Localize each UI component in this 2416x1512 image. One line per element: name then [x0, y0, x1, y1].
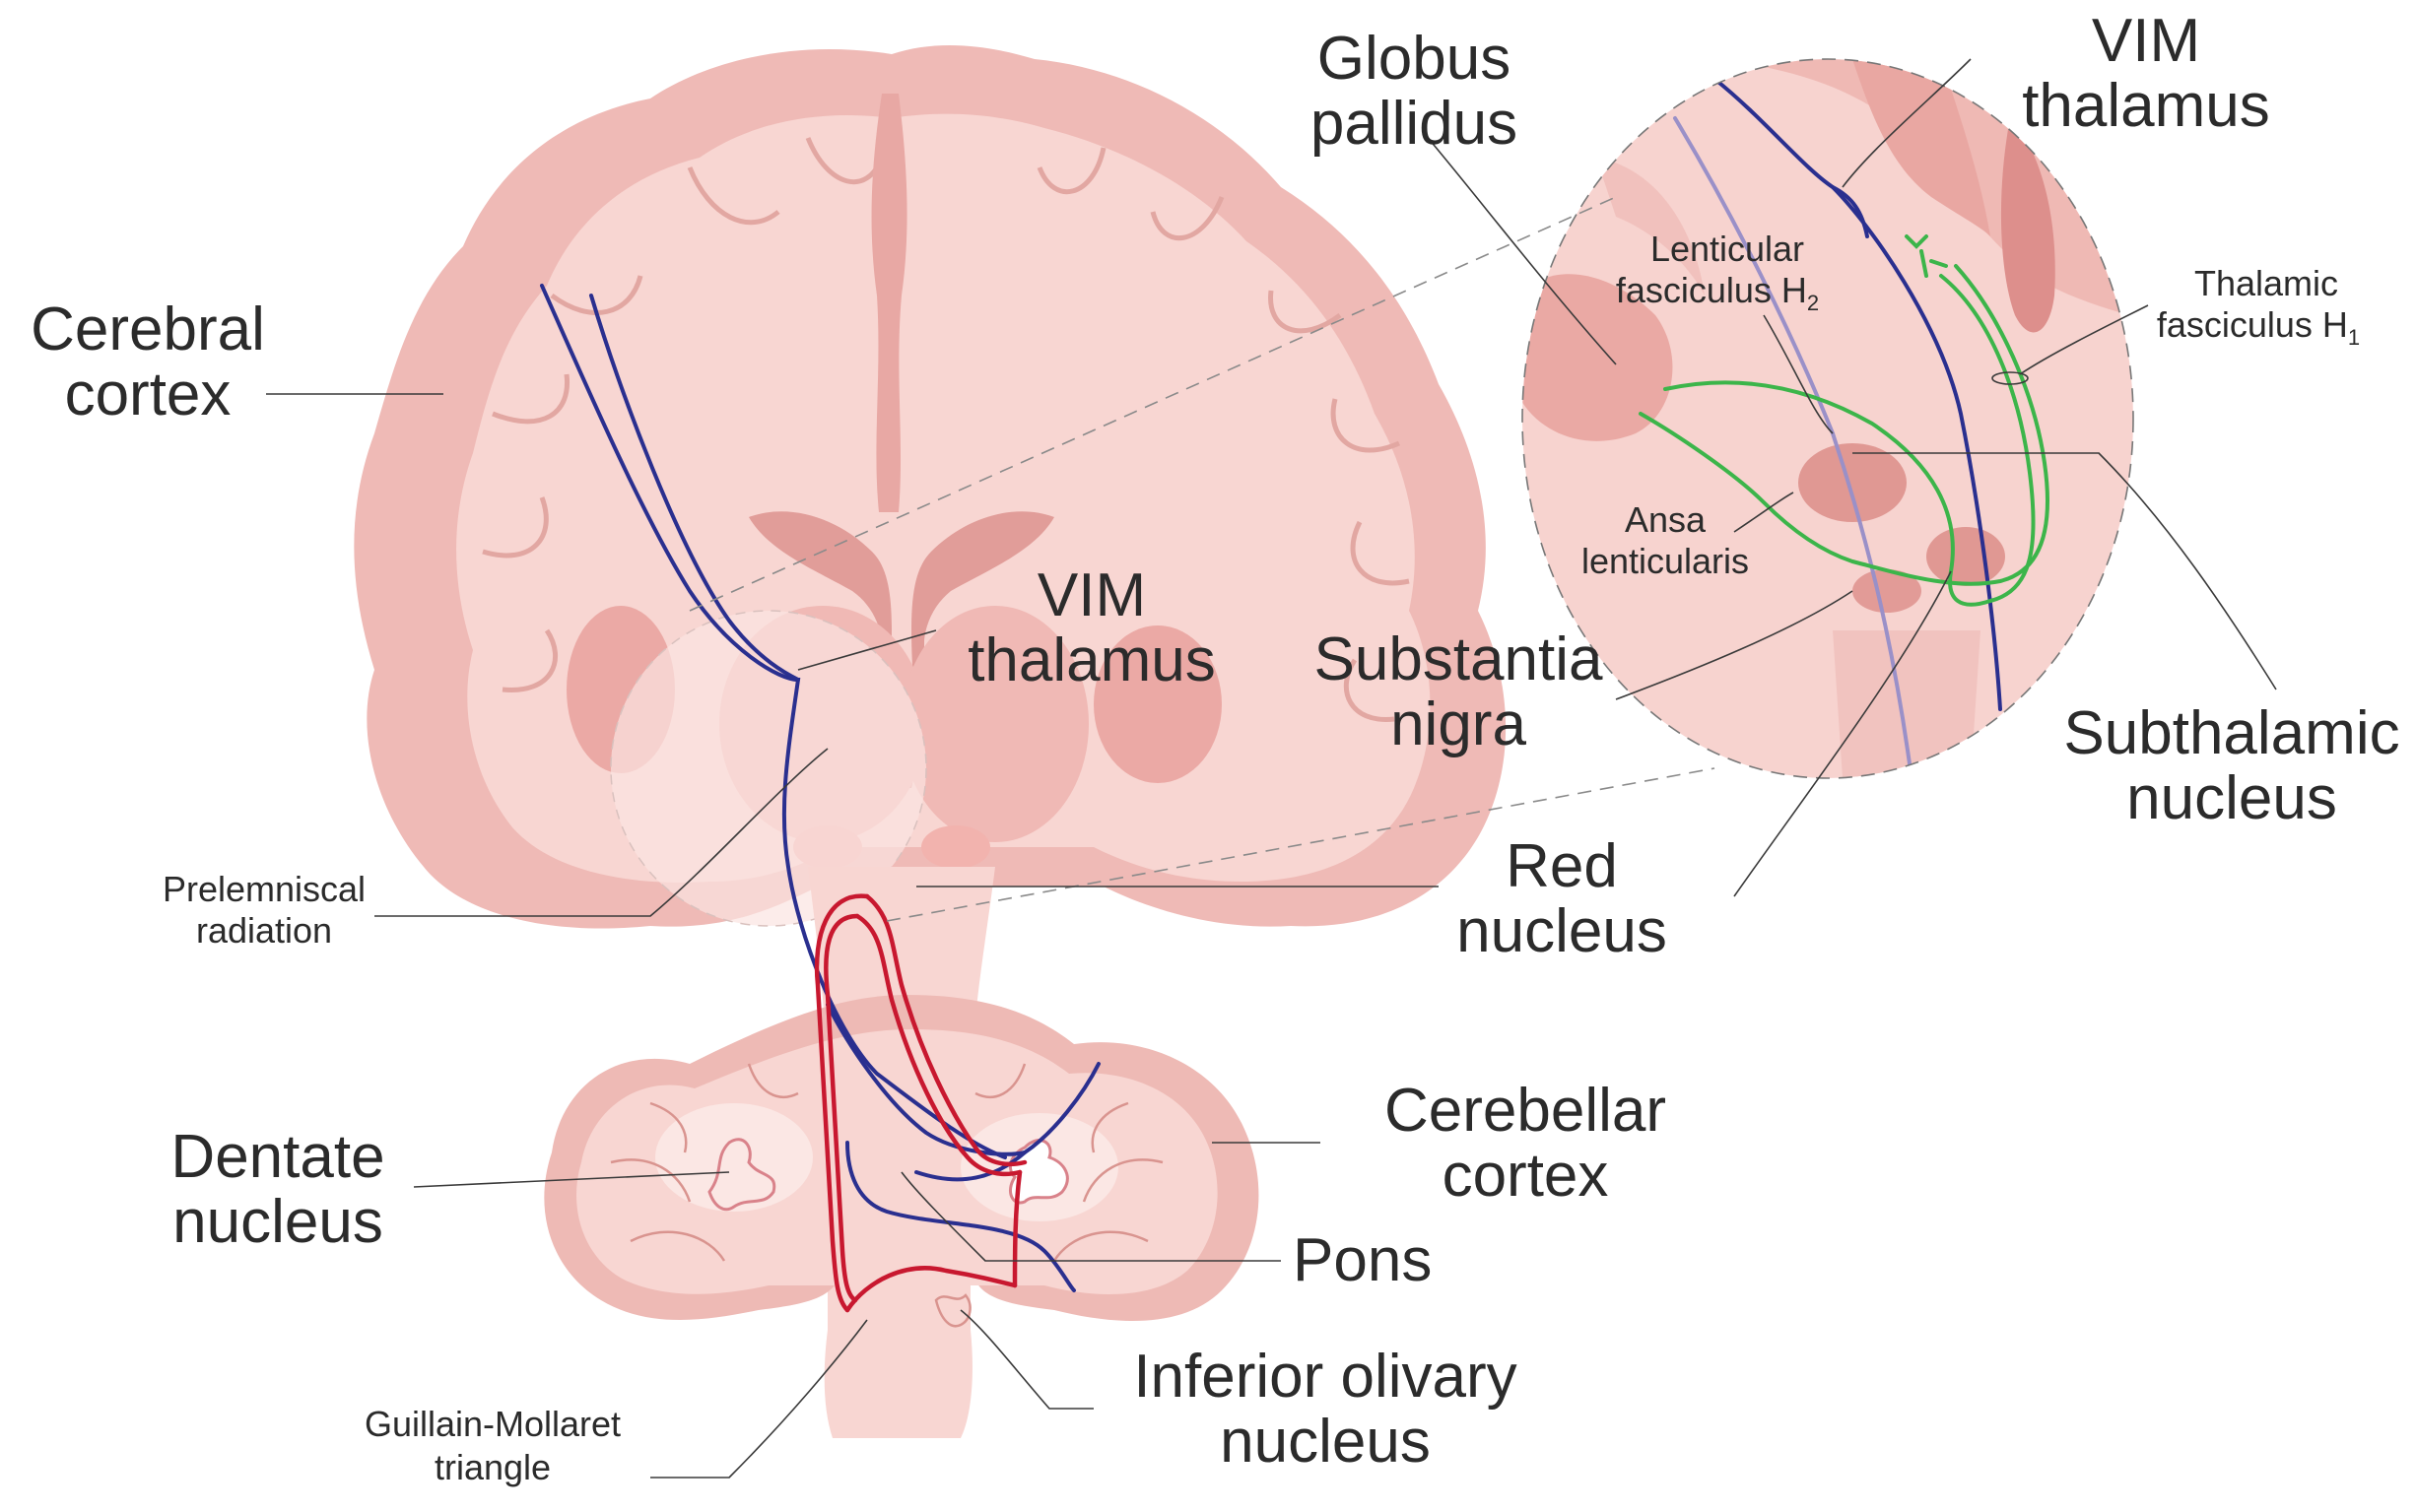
- leader-pons: [901, 1171, 1281, 1262]
- lateral-ventricles: [749, 511, 1054, 788]
- leader-vim-thalamus-main: [797, 629, 937, 671]
- zoom-connector-top: [689, 196, 1617, 612]
- zoom-source-circle: [610, 610, 927, 927]
- inset-globus-pallidus: [1522, 274, 1673, 441]
- leader-subthalamic-nucleus: [1852, 452, 2277, 690]
- leader-guillain-mollaret: [650, 1319, 868, 1479]
- longitudinal-fissure: [871, 94, 907, 512]
- red-tract-descend-2: [854, 913, 1023, 1177]
- inset-capsule-band: [1596, 158, 1705, 296]
- inset-blue-tract: [1712, 77, 2002, 711]
- red-tract-olive: [844, 1266, 1018, 1313]
- cerebrum: [354, 44, 1507, 929]
- blue-tract-outer: [540, 284, 1007, 1159]
- red-tract-descend: [864, 893, 1028, 1167]
- red-tract-loop-2: [824, 913, 860, 1303]
- leader-lenticular-fasciculus: [1763, 314, 1834, 434]
- red-tract-loop-1: [814, 893, 870, 1313]
- inset-red-nucleus: [1926, 527, 2005, 586]
- leader-prelemniscal-radiation: [374, 748, 829, 917]
- leader-dentate-nucleus: [413, 1171, 730, 1188]
- leader-ansa-lenticularis: [1733, 492, 1794, 533]
- inset-vim-thalamus-shape: [1852, 59, 1990, 236]
- leader-red-nucleus-inset: [1733, 570, 1952, 897]
- basal-ganglia-right: [1094, 625, 1222, 783]
- inset-green-tract-1: [1663, 274, 2036, 607]
- inferior-olive-shape: [934, 1293, 972, 1328]
- dentate-nucleus-left: [707, 1138, 776, 1212]
- inset-border: [1521, 58, 2134, 779]
- leader-lines: [266, 58, 2277, 1479]
- inset-green-tract-2: [1639, 264, 2049, 586]
- cerebellum-glow-left: [655, 1103, 813, 1212]
- label-pons: Pons: [1293, 1226, 1432, 1294]
- blue-tract-cerebellum: [826, 1003, 1101, 1156]
- subthalamic-glow: [921, 825, 990, 869]
- zoom-connector-bottom: [886, 767, 1715, 922]
- guillain-mollaret-tract: [814, 893, 1028, 1313]
- leader-substantia-nigra: [1615, 590, 1853, 700]
- leader-globus-pallidus: [1423, 132, 1617, 365]
- inset-brainstem: [1833, 630, 1980, 778]
- cerebellum: [544, 995, 1259, 1328]
- blue-tract-inner: [589, 294, 800, 682]
- zoom-inset: [1521, 58, 2134, 779]
- leader-vim-thalamus-inset: [1842, 58, 1972, 188]
- thalamic-fasciculus-marker: [1991, 371, 2029, 385]
- inset-green-fork: [1905, 234, 1948, 278]
- red-tract-olive-up: [1012, 1169, 1023, 1288]
- leader-thalamic-fasciculus: [2019, 304, 2149, 375]
- cerebellothalamic-tract: [540, 284, 1101, 1292]
- inset-subthalamic: [1798, 443, 1907, 522]
- cerebellum-inner: [576, 1029, 1218, 1295]
- cerebellar-folia: [610, 1063, 1164, 1262]
- inset-ventricle: [2000, 118, 2055, 333]
- gyri-folds: [482, 137, 1410, 722]
- inset-substantia-nigra: [1852, 569, 1921, 613]
- leader-inferior-olivary: [960, 1309, 1094, 1410]
- inset-blue-tract-end: [1831, 185, 1869, 238]
- thalamus-shape-right: [902, 606, 1089, 842]
- blue-tract-lower: [845, 1141, 1076, 1292]
